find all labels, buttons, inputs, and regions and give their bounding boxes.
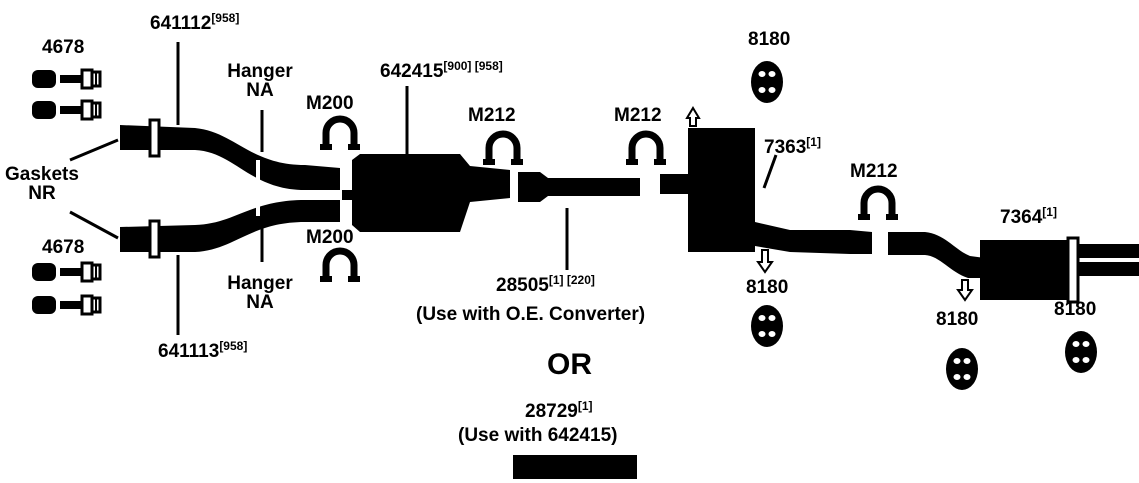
bolt-kit-label-top: 4678 [42,38,84,57]
converter-part-number: 642415[900] [958] [380,60,503,81]
alternate-pipe [513,455,637,479]
clamp-label-rear-2: M212 [614,106,662,125]
hanger-na-line1: Hanger [220,274,300,293]
clamp-icon [483,134,523,162]
tail-muffler [980,240,1074,300]
upper-pipe-part-number: 641112[958] [150,12,239,33]
hanger-icon [751,61,783,103]
muffler-pipe-part-number: 7363[1] [764,136,821,157]
rear-pipe [888,232,985,278]
hanger-label-lower-left: 8180 [936,310,978,329]
hanger-icon [946,348,978,390]
hanger-icon [1065,331,1097,373]
tail-muffler-part-number: 7364[1] [1000,206,1057,227]
arrow-up-icon [687,108,699,126]
hanger-label-top: 8180 [748,30,790,49]
bolt-kit-icon [32,70,100,88]
intermediate-pipe-part-number: 28505[1] [220] [496,274,595,295]
clamp-icon [858,189,898,217]
hanger-na-line2: NA [220,81,300,100]
clamp-label-front-bottom: M200 [306,228,354,247]
catalytic-converter [342,154,510,232]
hanger-na-label-top: Hanger NA [220,62,300,100]
tail-muffler-band [1068,238,1078,302]
hanger-label-middle: 8180 [746,278,788,297]
arrow-down-icon [758,250,772,272]
lower-pipe-flange [150,221,159,257]
hanger-label-lower-right: 8180 [1054,300,1096,319]
clamp-icon [626,134,666,162]
gaskets-nr-label: Gaskets NR [2,165,82,203]
tailpipe-lower [1078,262,1139,276]
hanger-na-label-bottom: Hanger NA [220,274,300,312]
intermediate-pipe [518,172,640,202]
alternate-pipe-note: (Use with 642415) [458,426,617,445]
lower-pipe-part-number: 641113[958] [158,340,247,361]
bolt-kit-icon [32,296,100,314]
clamp-label-front-top: M200 [306,94,354,113]
clamp-icon [320,119,360,147]
short-pipe [660,174,688,194]
gaskets-line: Gaskets [2,165,82,184]
hanger-na-line2: NA [220,293,300,312]
alternate-pipe-part-number: 28729[1] [525,400,593,421]
hanger-na-line1: Hanger [220,62,300,81]
bolt-kit-icon [32,101,100,119]
bolt-kit-icon [32,263,100,281]
nr-line: NR [2,184,82,203]
intermediate-pipe-note: (Use with O.E. Converter) [416,305,645,324]
upper-pipe-flange [150,120,159,156]
clamp-label-rear-1: M212 [468,106,516,125]
hanger-icon [751,305,783,347]
or-divider: OR [547,350,592,380]
tailpipe-upper [1078,244,1139,258]
bolt-kit-label-bottom: 4678 [42,238,84,257]
arrow-down-icon [958,280,972,300]
clamp-icon [320,251,360,279]
clamp-label-rear-3: M212 [850,162,898,181]
